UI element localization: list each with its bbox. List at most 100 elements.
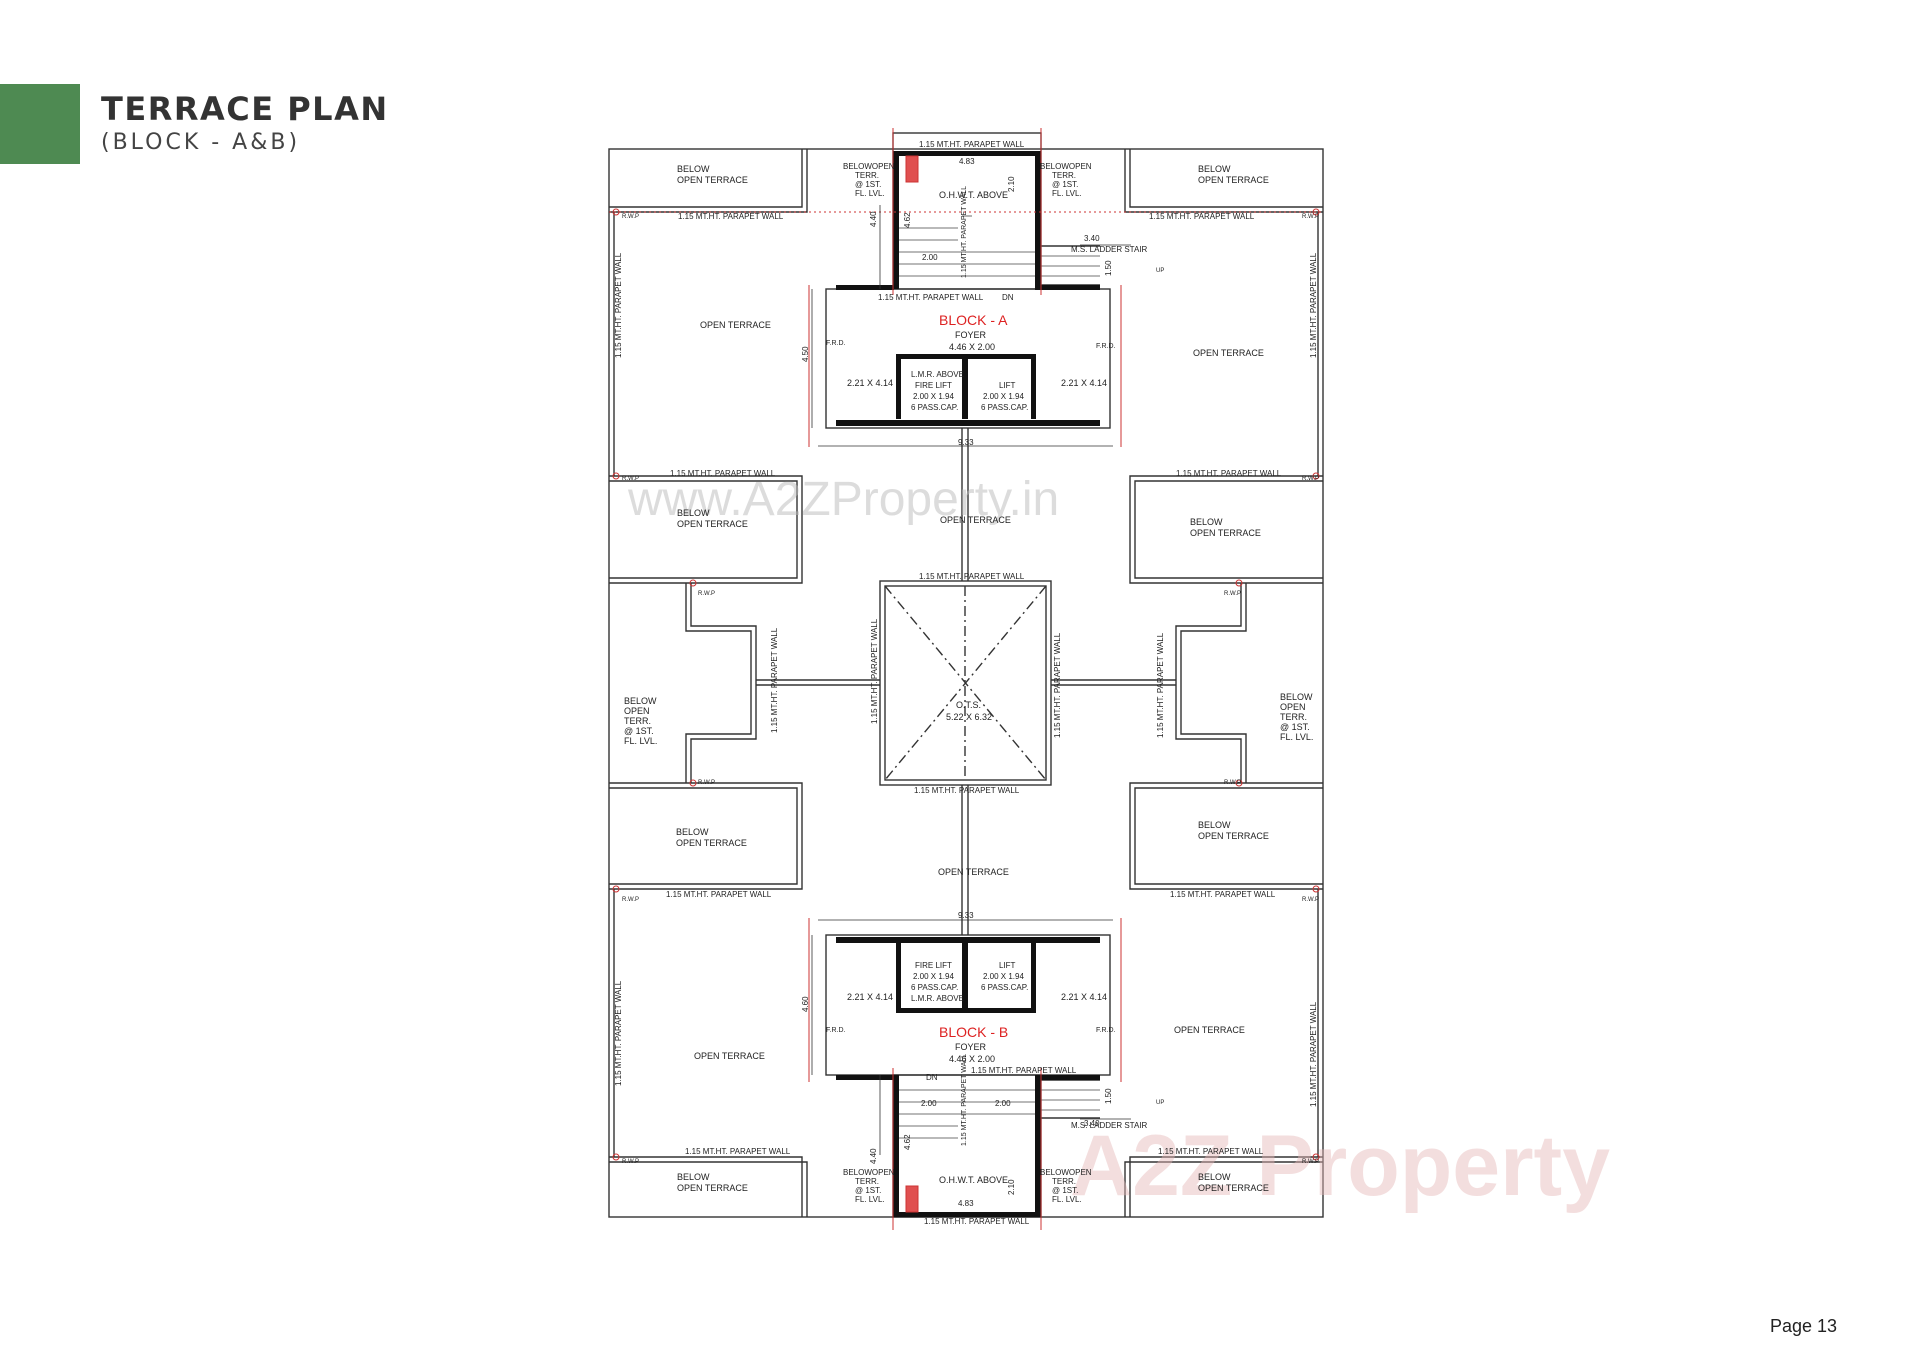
below-terr-1st: OPEN: [1280, 702, 1306, 712]
dim-label: 2.10: [1007, 176, 1016, 192]
below-terr-small: BELOWOPEN: [1040, 1168, 1092, 1177]
below-terrace-label: OPEN TERRACE: [676, 838, 747, 848]
ladder-label: M.S. LADDER STAIR: [1071, 1121, 1148, 1130]
below-terr-small: TERR.: [855, 1177, 879, 1186]
parapet-label: 1.15 MT.HT. PARAPET WALL: [919, 572, 1025, 581]
dim-label: 4.40: [869, 211, 878, 227]
foyer-label: FOYER: [955, 1042, 987, 1052]
below-terr-1st: BELOW: [624, 696, 657, 706]
fire-lift-label: 2.00 X 1.94: [913, 392, 954, 401]
below-terr-small: @ 1ST.: [1052, 1186, 1078, 1195]
below-terr-1st: FL. LVL.: [624, 736, 657, 746]
up-label: UP: [1156, 1100, 1164, 1106]
page-title: TERRACE PLAN: [101, 90, 389, 128]
parapet-label: 1.15 MT.HT. PARAPET WALL: [1309, 1001, 1318, 1107]
dimension-lines: [811, 205, 1131, 1155]
below-terr-small: FL. LVL.: [855, 189, 885, 198]
below-terrace-label: OPEN TERRACE: [1198, 175, 1269, 185]
fire-lift-label: L.M.R. ABOVE: [911, 370, 964, 379]
open-terrace-label: OPEN TERRACE: [940, 515, 1011, 525]
lift-label: 6 PASS.CAP.: [981, 403, 1028, 412]
below-terr-small: FL. LVL.: [1052, 189, 1082, 198]
fire-lift-label: 6 PASS.CAP.: [911, 403, 958, 412]
room-size: 2.21 X 4.14: [847, 992, 893, 1002]
dn-label: DN: [1002, 293, 1014, 302]
rwp-label: R.W.P: [1302, 214, 1319, 220]
below-terr-small: @ 1ST.: [1052, 180, 1078, 189]
block-b-label: BLOCK - B: [939, 1024, 1008, 1040]
ots-label: O.T.S.: [956, 700, 981, 710]
ohwt-label: O.H.W.T. ABOVE: [939, 190, 1008, 200]
open-terrace-label: OPEN TERRACE: [700, 320, 771, 330]
block-a-label: BLOCK - A: [939, 312, 1008, 328]
fire-lift-label: FIRE LIFT: [915, 961, 952, 970]
plan-labels: 1.15 MT.HT. PARAPET WALL 1.15 MT.HT. PAR…: [614, 140, 1319, 1226]
below-terr-small: FL. LVL.: [855, 1195, 885, 1204]
parapet-label: 1.15 MT.HT. PARAPET WALL: [961, 186, 968, 278]
open-terrace-label: OPEN TERRACE: [1193, 348, 1264, 358]
parapet-label: 1.15 MT.HT. PARAPET WALL: [924, 1217, 1030, 1226]
below-terrace-label: BELOW: [677, 164, 710, 174]
frd-label: F.R.D.: [1096, 1027, 1116, 1034]
dim-label: 4.83: [958, 1199, 974, 1208]
dim-label: 2.00: [921, 1099, 937, 1108]
up-label: UP: [1156, 268, 1164, 274]
fire-lift-label: FIRE LIFT: [915, 381, 952, 390]
fire-lift-label: 2.00 X 1.94: [913, 972, 954, 981]
below-terr-small: FL. LVL.: [1052, 1195, 1082, 1204]
parapet-label: 1.15 MT.HT. PARAPET WALL: [1053, 632, 1062, 738]
watermark-brand: A2Z Property: [1070, 1118, 1610, 1214]
below-terr-1st: TERR.: [1280, 712, 1307, 722]
core-walls: [836, 151, 1100, 1217]
below-terr-small: @ 1ST.: [855, 1186, 881, 1195]
fire-lift-label: L.M.R. ABOVE: [911, 994, 964, 1003]
lift-label: 2.00 X 1.94: [983, 392, 1024, 401]
below-terr-1st: @ 1ST.: [624, 726, 654, 736]
rwp-label: R.W.P: [1302, 476, 1319, 482]
below-terr-small: TERR.: [1052, 171, 1076, 180]
lift-label: LIFT: [999, 381, 1016, 390]
dim-label: 3.40: [1084, 234, 1100, 243]
room-size: 2.21 X 4.14: [847, 378, 893, 388]
rwp-label: R.W.P: [698, 591, 715, 597]
below-terr-small: TERR.: [1052, 1177, 1076, 1186]
parapet-label: 1.15 MT.HT. PARAPET WALL: [670, 469, 776, 478]
frd-label: F.R.D.: [826, 1027, 846, 1034]
below-terr-1st: BELOW: [1280, 692, 1313, 702]
below-terrace-label: OPEN TERRACE: [1198, 831, 1269, 841]
parapet-label: 1.15 MT.HT. PARAPET WALL: [614, 980, 623, 1086]
below-terr-1st: OPEN: [624, 706, 650, 716]
stair-treads: [899, 215, 1100, 1139]
below-terrace-label: OPEN TERRACE: [677, 1183, 748, 1193]
foyer-label: FOYER: [955, 330, 987, 340]
parapet-label: 1.15 MT.HT. PARAPET WALL: [1158, 1147, 1264, 1156]
rwp-label: R.W.P: [1224, 780, 1241, 786]
below-terrace-label: OPEN TERRACE: [677, 175, 748, 185]
dim-label: 4.60: [801, 996, 810, 1012]
below-terrace-label: BELOW: [1198, 820, 1231, 830]
dim-label: 9.33: [958, 911, 974, 920]
dim-label: 2.10: [1007, 1179, 1016, 1195]
rwp-label: R.W.P: [622, 476, 639, 482]
dim-label: 2.00: [995, 1099, 1011, 1108]
parapet-label: 1.15 MT.HT. PARAPET WALL: [971, 1066, 1077, 1075]
rwp-label: R.W.P: [622, 897, 639, 903]
dim-label: 1.50: [1104, 1088, 1113, 1104]
watermark-url: www.A2ZProperty.in: [627, 473, 1059, 526]
below-terrace-label: BELOW: [1198, 1172, 1231, 1182]
lift-label: 6 PASS.CAP.: [981, 983, 1028, 992]
open-terrace-label: OPEN TERRACE: [1174, 1025, 1245, 1035]
parapet-label: 1.15 MT.HT. PARAPET WALL: [770, 627, 779, 733]
below-terrace-label: BELOW: [1190, 517, 1223, 527]
open-terrace-label: OPEN TERRACE: [694, 1051, 765, 1061]
dim-label: 2.00: [922, 253, 938, 262]
foyer-size: 4.46 X 2.00: [949, 342, 995, 352]
fire-lift-label: 6 PASS.CAP.: [911, 983, 958, 992]
lift-label: LIFT: [999, 961, 1016, 970]
dim-label: 1.50: [1104, 260, 1113, 276]
parapet-label: 1.15 MT.HT. PARAPET WALL: [1309, 252, 1318, 358]
below-terr-1st: FL. LVL.: [1280, 732, 1313, 742]
dim-label: 4.62: [903, 1134, 912, 1150]
dim-label: 4.83: [959, 157, 975, 166]
